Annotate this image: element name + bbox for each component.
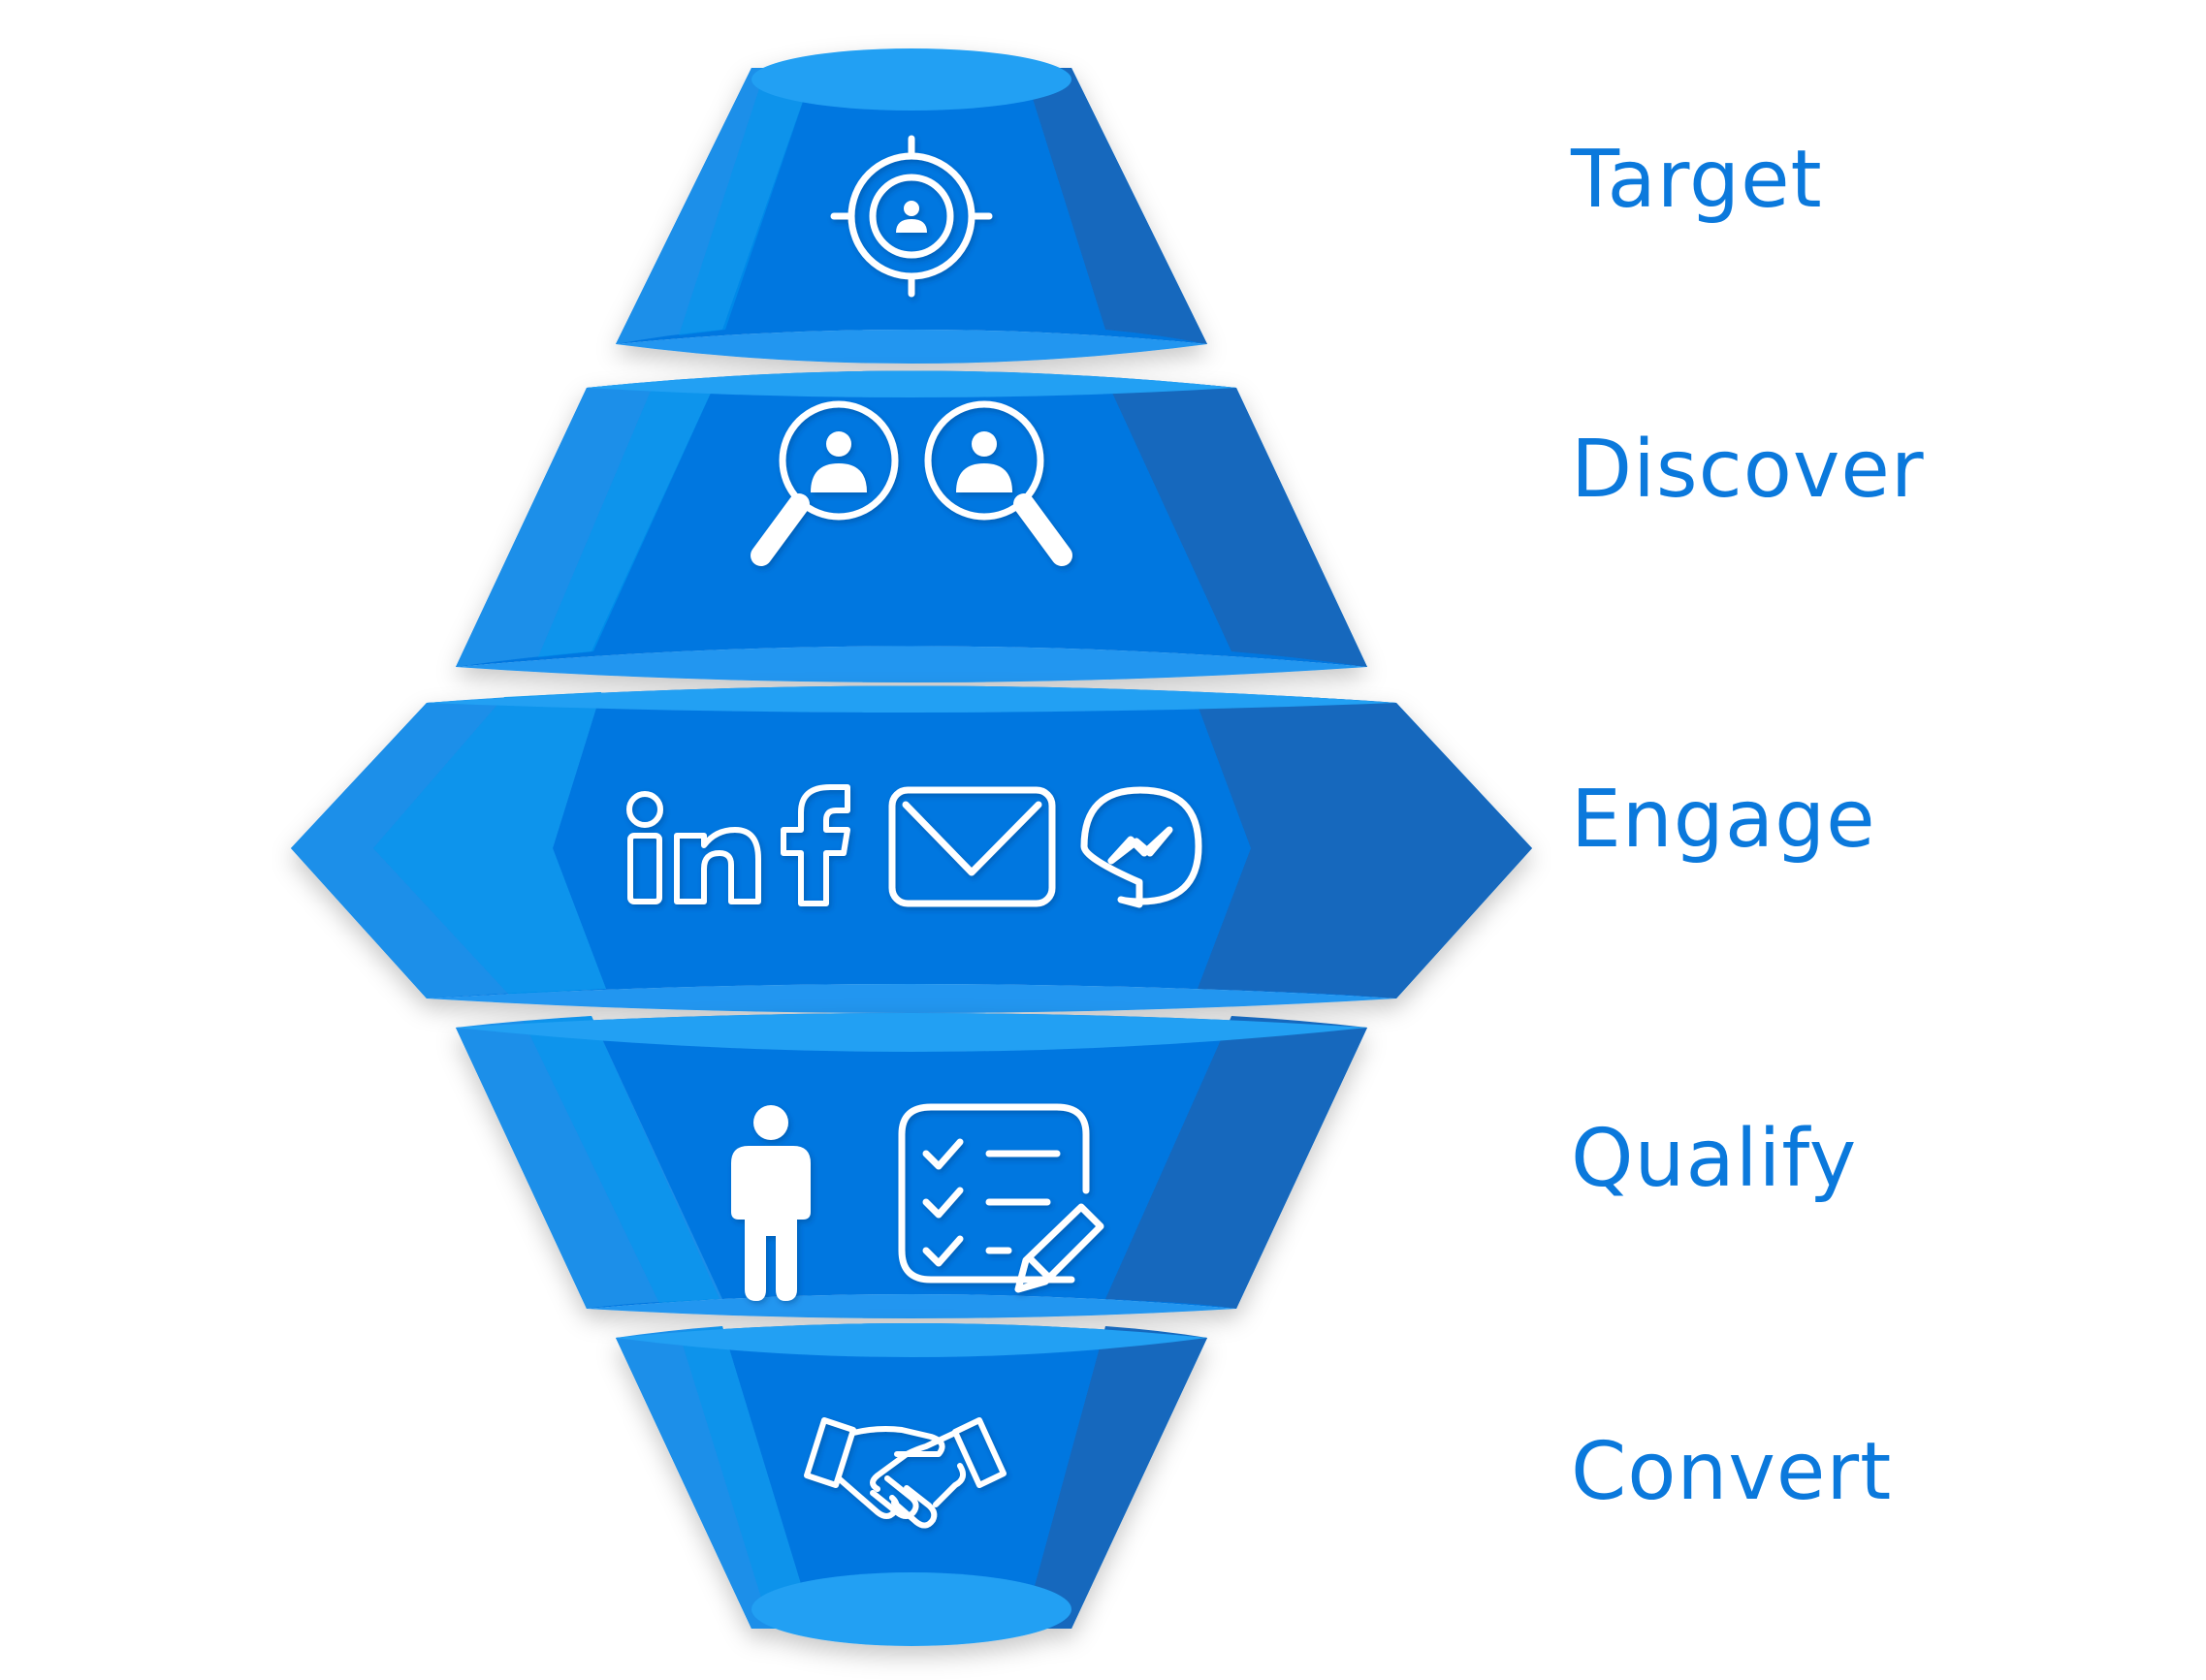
facebook-icon (781, 784, 850, 906)
linkedin-icon (626, 791, 761, 904)
stage-label-target: Target (1571, 134, 1823, 226)
checklist-pencil-icon (898, 1103, 1104, 1293)
stage-engage-shape (291, 685, 1532, 1013)
stage-qualify-shape (456, 1013, 1367, 1318)
stage-label-convert: Convert (1571, 1426, 1893, 1518)
person-search-icon (924, 400, 1072, 566)
person-search-icon (751, 400, 899, 566)
handshake-icon (804, 1417, 1007, 1529)
stage-label-engage: Engage (1571, 774, 1876, 866)
messenger-icon (1080, 786, 1202, 908)
stage-label-qualify: Qualify (1571, 1113, 1858, 1205)
stage-convert-shape (616, 1323, 1207, 1646)
target-person-icon (830, 135, 993, 298)
person-icon (731, 1105, 811, 1301)
stage-discover-shape (456, 370, 1367, 682)
mail-icon (888, 786, 1056, 907)
stage-label-discover: Discover (1571, 424, 1925, 516)
